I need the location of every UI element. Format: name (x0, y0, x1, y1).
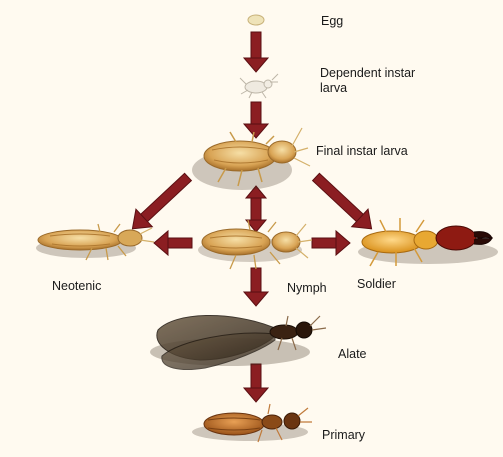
label-dependent-instar-larva: Dependent instar larva (320, 66, 440, 96)
label-egg: Egg (321, 14, 343, 29)
neotenic-image (36, 224, 154, 260)
arrow-larva-to-final (244, 102, 268, 138)
alate-image (150, 315, 326, 369)
primary-image (192, 404, 312, 442)
label-nymph: Nymph (287, 281, 327, 296)
label-alate: Alate (338, 347, 367, 362)
final-instar-larva-image (192, 128, 310, 190)
arrow-nymph-to-neotenic (154, 231, 192, 255)
arrow-nymph-to-soldier (312, 231, 350, 255)
arrow-final-to-soldier (308, 168, 380, 237)
label-final-instar-larva: Final instar larva (316, 144, 408, 159)
label-primary: Primary (322, 428, 365, 443)
arrow-nymph-to-alate (244, 268, 268, 306)
egg-image (248, 15, 264, 25)
label-soldier: Soldier (357, 277, 396, 292)
arrow-egg-to-larva (244, 32, 268, 72)
arrow-alate-to-primary (244, 364, 268, 402)
dependent-larva-image (240, 74, 278, 98)
arrow-final-to-neotenic (124, 168, 196, 237)
soldier-image (358, 218, 498, 266)
label-neotenic: Neotenic (52, 279, 101, 294)
